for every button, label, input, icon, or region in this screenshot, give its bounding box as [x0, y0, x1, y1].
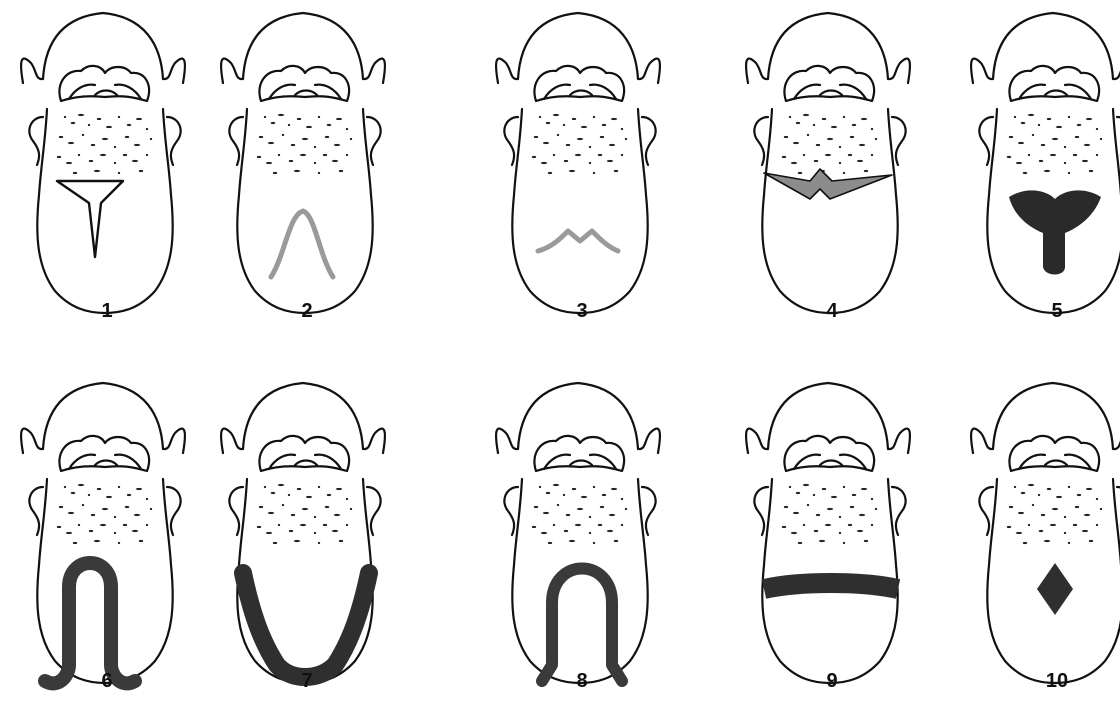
tongue-drawing-4	[740, 5, 920, 325]
tongue-panel-2	[215, 5, 395, 345]
tongue-drawing-6	[15, 375, 195, 695]
mouth-outline	[746, 13, 910, 313]
panel-number-6: 6	[77, 670, 137, 693]
tongue-figure: 1 2 3 4 5 6 7 8 9 10	[0, 0, 1120, 700]
marking-outlined-triangle-stem	[57, 181, 123, 257]
tongue-texture	[257, 484, 352, 544]
tongue-panel-10	[965, 375, 1120, 715]
marking-arch-band	[542, 569, 622, 682]
panel-number-8: 8	[552, 670, 612, 693]
tongue-drawing-2	[215, 5, 395, 325]
mouth-outline	[746, 383, 910, 683]
panel-number-10: 10	[1027, 670, 1087, 693]
panel-number-4: 4	[802, 300, 862, 323]
tongue-drawing-10	[965, 375, 1120, 695]
marking-horizontal-zigzag-band	[764, 169, 892, 199]
marking-v-band-bottom	[243, 573, 369, 677]
tongue-panel-3	[490, 5, 670, 345]
tongue-texture	[257, 114, 352, 174]
tongue-texture	[532, 484, 627, 544]
mouth-outline	[221, 13, 385, 313]
tongue-panel-5	[965, 5, 1120, 345]
mouth-outline	[496, 13, 660, 313]
tongue-texture	[57, 484, 152, 544]
panel-number-2: 2	[277, 300, 337, 323]
panel-number-9: 9	[802, 670, 862, 693]
tongue-panel-8	[490, 375, 670, 715]
mouth-outline	[21, 13, 185, 313]
tongue-panel-1	[15, 5, 195, 345]
tongue-texture	[1007, 484, 1102, 544]
tongue-panel-7	[215, 375, 395, 715]
marking-inverted-v-line	[271, 211, 333, 277]
marking-filled-y-shape	[1009, 190, 1101, 274]
tongue-drawing-3	[490, 5, 670, 325]
tongue-drawing-7	[215, 375, 395, 695]
marking-w-line-bottom	[538, 231, 618, 251]
tongue-panel-6	[15, 375, 195, 715]
tongue-texture	[782, 484, 877, 544]
tongue-texture	[782, 114, 877, 174]
tongue-texture	[1007, 114, 1102, 174]
panel-number-5: 5	[1027, 300, 1087, 323]
mouth-outline	[496, 383, 660, 683]
marking-horizontal-band	[764, 583, 898, 589]
panel-number-1: 1	[77, 300, 137, 323]
mouth-outline	[971, 383, 1120, 683]
mouth-outline	[221, 383, 385, 683]
mouth-outline	[21, 383, 185, 683]
tongue-drawing-5	[965, 5, 1120, 325]
tongue-texture	[57, 114, 152, 174]
tongue-drawing-9	[740, 375, 920, 695]
marking-filled-diamond	[1037, 563, 1073, 615]
panel-number-3: 3	[552, 300, 612, 323]
tongue-drawing-8	[490, 375, 670, 695]
tongue-texture	[532, 114, 627, 174]
tongue-panel-4	[740, 5, 920, 345]
panel-number-7: 7	[277, 670, 337, 693]
tongue-drawing-1	[15, 5, 195, 325]
tongue-panel-9	[740, 375, 920, 715]
